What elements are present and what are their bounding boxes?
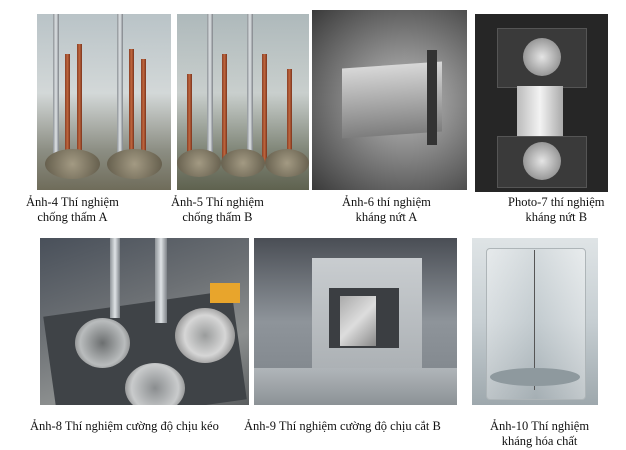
caption-line: kháng hóa chất	[501, 434, 578, 448]
caption-anh-6: Ảnh-6 thí nghiệm kháng nứt A	[342, 195, 431, 225]
photo-waterproof-test-a	[37, 14, 171, 190]
caption-line: Ảnh-10 Thí nghiệm	[490, 419, 590, 433]
caption-anh-10: Ảnh-10 Thí nghiệm kháng hóa chất	[490, 419, 589, 449]
caption-line: Photo-7 thí nghiệm	[508, 195, 605, 209]
caption-line: Ảnh-8 Thí nghiệm cường độ chịu kéo	[30, 419, 219, 433]
caption-line: chống thấm B	[182, 210, 253, 224]
photo-tensile-strength-test	[40, 238, 249, 405]
caption-line: kháng nứt A	[355, 210, 418, 224]
photo-waterproof-test-b	[177, 14, 309, 190]
caption-anh-4: Ảnh-4 Thí nghiệm chống thấm A	[26, 195, 119, 225]
caption-anh-9: Ảnh-9 Thí nghiệm cường độ chịu cắt B	[244, 419, 441, 434]
caption-photo-7: Photo-7 thí nghiệm kháng nứt B	[508, 195, 605, 225]
caption-line: chống thấm A	[37, 210, 108, 224]
photo-shear-strength-test-b	[254, 238, 457, 405]
photo-crack-resistance-test-b	[475, 14, 608, 192]
caption-line: Ảnh-5 Thí nghiệm	[171, 195, 264, 209]
caption-line: Ảnh-4 Thí nghiệm	[26, 195, 119, 209]
photo-chemical-resistance-test	[472, 238, 598, 405]
caption-line: kháng nứt B	[525, 210, 588, 224]
caption-anh-8: Ảnh-8 Thí nghiệm cường độ chịu kéo	[30, 419, 219, 434]
caption-line: Ảnh-9 Thí nghiệm cường độ chịu cắt B	[244, 419, 441, 433]
caption-line: Ảnh-6 thí nghiệm	[342, 195, 431, 209]
caption-anh-5: Ảnh-5 Thí nghiệm chống thấm B	[171, 195, 264, 225]
photo-crack-resistance-test-a	[312, 10, 467, 190]
